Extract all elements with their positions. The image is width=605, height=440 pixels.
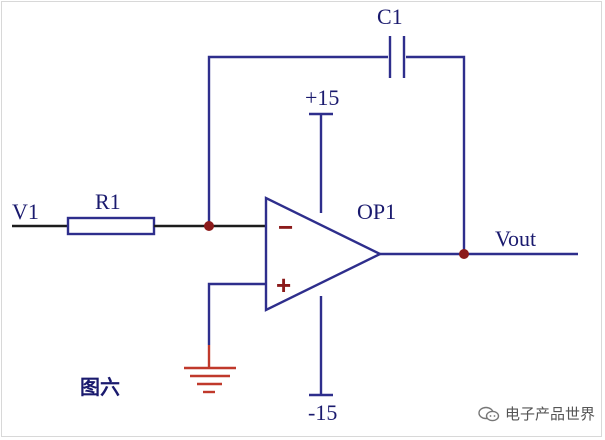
inverting-sign: − [278,212,293,242]
resistor-r1 [66,216,156,236]
feedback-wire-left [207,55,388,226]
label-r1: R1 [95,189,121,214]
label-v1: V1 [12,199,39,224]
noninverting-sign: + [276,270,291,300]
chat-bubbles-icon [478,406,500,422]
watermark: 电子产品世界 [478,403,595,424]
label-vout: Vout [495,226,536,251]
watermark-text: 电子产品世界 [505,405,596,423]
figure-label: 图六 [80,375,120,399]
ground-icon [184,345,236,394]
label-c1: C1 [377,4,403,29]
opamp-triangle [264,196,383,312]
label-vplus: +15 [305,85,339,110]
feedback-wire-right [406,55,466,254]
noninverting-wire [207,282,266,345]
junction-dot-output [459,249,469,259]
label-op1: OP1 [357,199,396,224]
label-vminus: -15 [308,400,337,425]
junction-dot-input [204,221,214,231]
